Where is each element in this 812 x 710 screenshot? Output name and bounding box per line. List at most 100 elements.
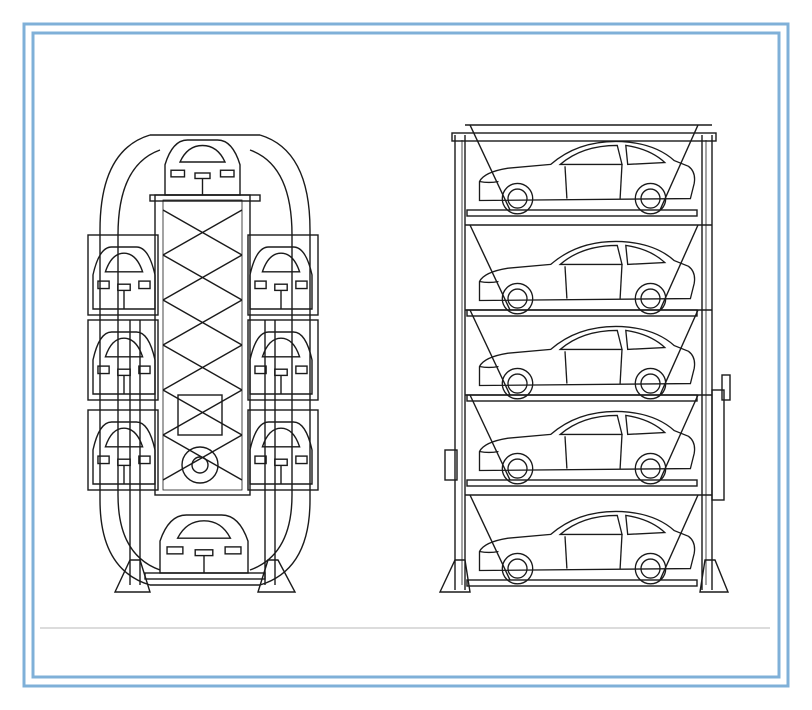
car-rear-window: [261, 337, 301, 358]
car-body: [478, 510, 696, 572]
car-body: [478, 240, 696, 302]
car-rim: [640, 458, 661, 479]
inner-border: [31, 31, 781, 679]
car-headlight: [479, 280, 499, 284]
car-door-line: [619, 434, 623, 469]
side-pallet: [466, 394, 698, 402]
car-rear-body: [92, 421, 156, 485]
front-pallet-top: [149, 194, 261, 202]
car-wheel: [634, 367, 667, 400]
car-rim: [640, 188, 661, 209]
front-loop-right-inner: [249, 149, 293, 571]
car-taillight: [170, 169, 186, 178]
car-taillight: [295, 280, 308, 290]
side-pallet: [466, 479, 698, 487]
front-car-right: [249, 331, 313, 395]
car-taillight: [254, 455, 267, 465]
car-rear-body: [164, 139, 241, 196]
front-foot-right: [257, 559, 297, 593]
side-side-box: [444, 449, 458, 481]
side-brace: [659, 309, 699, 396]
front-pallet-bottom: [144, 572, 266, 580]
car-rear-body: [92, 331, 156, 395]
front-foot-left: [113, 559, 151, 593]
car-wheel: [501, 452, 534, 485]
side-car: [478, 240, 696, 315]
side-top-beam: [451, 132, 717, 142]
car-rear-window: [104, 427, 144, 448]
car-rim: [640, 288, 661, 309]
car-taillight: [295, 455, 308, 465]
car-taillight: [138, 455, 151, 465]
car-rear-window: [261, 252, 301, 273]
front-car-right: [249, 246, 313, 310]
front-car-left: [92, 246, 156, 310]
car-rear-body: [249, 246, 313, 310]
car-taillight: [224, 546, 242, 555]
car-headlight: [479, 180, 499, 184]
car-headlight: [479, 550, 499, 554]
car-door-line: [619, 349, 623, 384]
car-taillight: [97, 455, 110, 465]
car-plate: [117, 283, 131, 292]
car-taillight: [254, 280, 267, 290]
car-headlight: [479, 365, 499, 369]
side-view: [438, 124, 731, 593]
car-door-line: [619, 264, 623, 299]
car-taillight: [138, 365, 151, 375]
car-plate: [274, 283, 288, 292]
front-gear: [181, 446, 219, 484]
side-brace: [469, 309, 511, 396]
side-brace: [659, 394, 699, 481]
car-rim: [640, 558, 661, 579]
car-window-rear: [625, 244, 667, 266]
car-plate: [194, 172, 211, 180]
front-tower-brace: [162, 389, 243, 436]
car-plate: [194, 549, 214, 557]
front-motor: [177, 394, 223, 436]
car-rim: [640, 373, 661, 394]
front-loop-right-outer: [259, 134, 311, 586]
car-rear-window: [261, 427, 301, 448]
car-plate: [117, 458, 131, 467]
front-gear-hub: [191, 456, 209, 474]
side-brace: [659, 224, 699, 311]
car-body: [478, 325, 696, 387]
car-rear-body: [159, 514, 249, 574]
front-car-right: [249, 421, 313, 485]
car-rear-window: [178, 144, 227, 163]
front-tower-brace: [162, 344, 243, 391]
side-car: [478, 325, 696, 400]
car-wheel: [634, 452, 667, 485]
car-door-line: [564, 436, 568, 469]
car-rear-window: [104, 337, 144, 358]
car-window-front: [558, 144, 623, 166]
car-taillight: [219, 169, 235, 178]
car-wheel: [634, 552, 667, 585]
car-rim: [507, 188, 528, 209]
front-tower-brace: [162, 299, 243, 346]
front-cabin-left: [87, 234, 159, 316]
car-wheel: [634, 182, 667, 215]
car-wheel: [501, 367, 534, 400]
car-taillight: [166, 546, 184, 555]
side-car: [478, 410, 696, 485]
side-brace: [469, 394, 511, 481]
side-brace: [469, 224, 511, 311]
car-window-front: [558, 414, 623, 436]
car-window-rear: [625, 329, 667, 351]
front-car-top: [164, 139, 241, 196]
car-headlight: [479, 450, 499, 454]
side-pallet: [466, 309, 698, 317]
car-rear-window: [176, 520, 232, 539]
car-wheel: [501, 182, 534, 215]
side-foot-left: [438, 559, 471, 593]
car-door-line: [619, 534, 623, 569]
side-brace: [659, 124, 699, 211]
car-door-line: [564, 351, 568, 384]
front-cabin-right: [247, 319, 319, 401]
front-loop-left-outer: [99, 134, 151, 586]
side-pallet: [466, 579, 698, 587]
side-motor: [721, 374, 731, 401]
